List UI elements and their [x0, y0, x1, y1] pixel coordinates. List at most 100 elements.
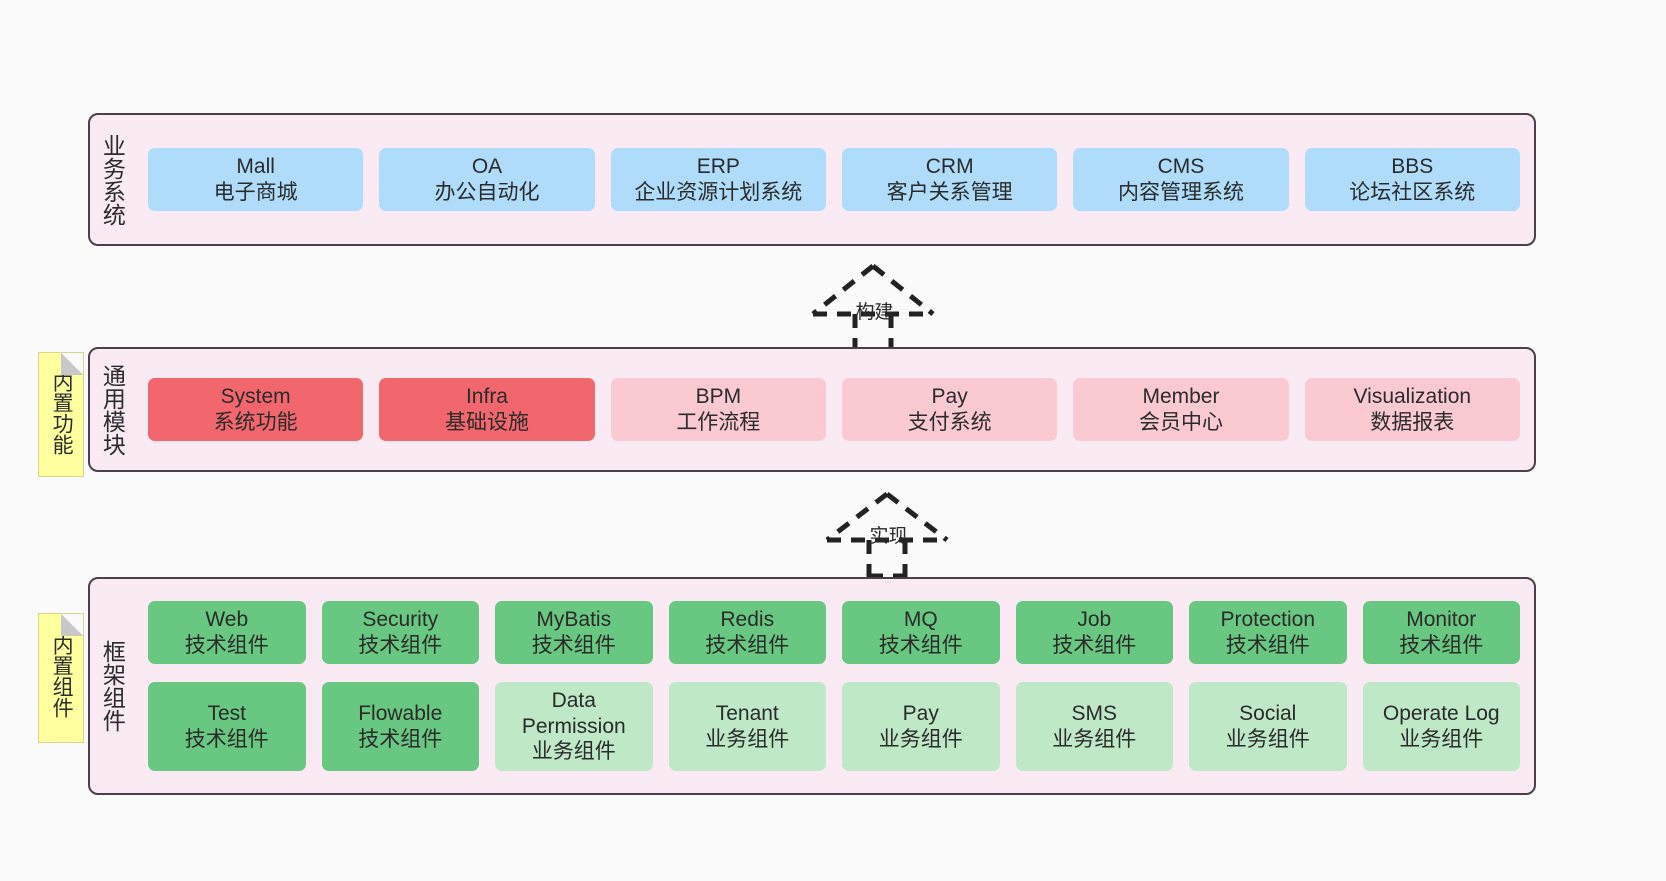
connector-implement: 实现 — [812, 490, 962, 579]
connector-label-build: 构建 — [855, 302, 894, 323]
component-type-cn: 技术组件 — [184, 727, 269, 751]
component-type-cn: 技术组件 — [1052, 633, 1137, 657]
layer-body-business: Mall 电子商城 OA 办公自动化 ERP 企业资源计划系统 CRM 客户关系… — [134, 115, 1534, 244]
component-name-en: Operate Log — [1382, 701, 1500, 725]
component-name-en: SMS — [1071, 701, 1117, 725]
component-box-security[interactable]: Security 技术组件 — [321, 600, 479, 665]
module-box-visualization[interactable]: Visualization 数据报表 — [1304, 377, 1520, 442]
module-name-cn: 企业资源计划系统 — [634, 180, 803, 204]
row: System 系统功能 Infra 基础设施 BPM 工作流程 Pay 支付系统… — [148, 377, 1520, 442]
component-name-en: Pay — [902, 701, 939, 725]
module-box-cms[interactable]: CMS 内容管理系统 — [1073, 147, 1289, 212]
module-name-cn: 会员中心 — [1138, 410, 1223, 434]
connector-label-implement: 实现 — [869, 526, 908, 547]
component-type-cn: 业务组件 — [1225, 727, 1310, 751]
module-box-pay[interactable]: Pay 支付系统 — [841, 377, 1058, 442]
component-box-mq[interactable]: MQ 技术组件 — [842, 600, 1000, 665]
component-name-en: Social — [1239, 701, 1297, 725]
module-box-mall[interactable]: Mall 电子商城 — [148, 147, 364, 212]
component-box-redis[interactable]: Redis 技术组件 — [668, 600, 826, 665]
layer-body-common: System 系统功能 Infra 基础设施 BPM 工作流程 Pay 支付系统… — [134, 349, 1534, 470]
module-name-en: Visualization — [1353, 384, 1472, 408]
component-name-en: Job — [1077, 607, 1112, 631]
component-box-mybatis[interactable]: MyBatis 技术组件 — [495, 600, 653, 665]
module-name-cn: 系统功能 — [213, 410, 298, 434]
layer-body-framework: Web 技术组件 Security 技术组件 MyBatis 技术组件 Redi… — [134, 579, 1534, 793]
module-name-en: Member — [1142, 384, 1220, 408]
component-type-cn: 业务组件 — [531, 740, 616, 764]
module-name-cn: 论坛社区系统 — [1349, 180, 1476, 204]
component-name-en: Test — [207, 701, 246, 725]
component-box-data-permission[interactable]: Data Permission 业务组件 — [495, 682, 653, 772]
sticky-note-label: 内置功能 — [50, 370, 74, 455]
component-type-cn: 技术组件 — [358, 727, 443, 751]
component-type-cn: 技术组件 — [705, 633, 790, 657]
module-name-cn: 内容管理系统 — [1117, 180, 1244, 204]
module-name-en: BPM — [695, 384, 742, 408]
component-name-en: MyBatis — [536, 607, 612, 631]
layer-title-business: 业务系统 — [99, 133, 126, 226]
component-type-cn: 技术组件 — [358, 633, 443, 657]
module-box-infra[interactable]: Infra 基础设施 — [379, 377, 595, 442]
sticky-note-label: 内置组件 — [50, 634, 74, 718]
component-box-flowable[interactable]: Flowable 技术组件 — [321, 682, 479, 772]
module-name-cn: 客户关系管理 — [886, 180, 1013, 204]
module-name-en: BBS — [1391, 154, 1434, 178]
component-box-monitor[interactable]: Monitor 技术组件 — [1362, 600, 1520, 665]
component-name-en: Protection — [1220, 607, 1316, 631]
component-box-social[interactable]: Social 业务组件 — [1189, 682, 1347, 772]
module-box-erp[interactable]: ERP 企业资源计划系统 — [610, 147, 826, 212]
component-box-pay[interactable]: Pay 业务组件 — [842, 682, 1000, 772]
component-type-cn: 业务组件 — [878, 727, 963, 751]
row: Web 技术组件 Security 技术组件 MyBatis 技术组件 Redi… — [148, 600, 1520, 665]
module-box-member[interactable]: Member 会员中心 — [1073, 377, 1289, 442]
generalization-arrow-icon — [825, 492, 949, 579]
component-box-job[interactable]: Job 技术组件 — [1015, 600, 1173, 665]
component-box-sms[interactable]: SMS 业务组件 — [1015, 682, 1173, 772]
component-box-test[interactable]: Test 技术组件 — [148, 682, 306, 772]
module-name-cn: 基础设施 — [444, 410, 529, 434]
component-box-tenant[interactable]: Tenant 业务组件 — [668, 682, 826, 772]
module-name-en: Pay — [931, 384, 968, 408]
component-type-cn: 技术组件 — [531, 633, 616, 657]
module-name-en: OA — [471, 154, 503, 178]
component-name-en: MQ — [903, 607, 938, 631]
component-type-cn: 技术组件 — [184, 633, 269, 657]
layer-business-system: 业务系统 Mall 电子商城 OA 办公自动化 ERP 企业资源计划系统 CRM… — [88, 113, 1536, 246]
module-name-en: CMS — [1157, 154, 1205, 178]
component-box-web[interactable]: Web 技术组件 — [148, 600, 306, 665]
module-box-system[interactable]: System 系统功能 — [148, 377, 364, 442]
module-box-crm[interactable]: CRM 客户关系管理 — [841, 147, 1058, 212]
component-name-en: Redis — [720, 607, 775, 631]
module-box-oa[interactable]: OA 办公自动化 — [379, 147, 595, 212]
layer-common-modules: 通用模块 System 系统功能 Infra 基础设施 BPM 工作流程 Pay… — [88, 347, 1536, 472]
module-name-en: Mall — [236, 154, 275, 178]
component-name-en: Web — [205, 607, 249, 631]
module-name-en: ERP — [696, 154, 740, 178]
component-type-cn: 业务组件 — [1052, 727, 1137, 751]
connector-build: 构建 — [798, 262, 948, 355]
component-name-en: Security — [362, 607, 439, 631]
module-name-en: Infra — [465, 384, 508, 408]
layer-framework-components: 框架组件 Web 技术组件 Security 技术组件 MyBatis 技术组件… — [88, 577, 1536, 795]
component-name-en: Tenant — [715, 701, 779, 725]
component-type-cn: 技术组件 — [878, 633, 963, 657]
component-name-en: Data Permission — [521, 689, 626, 738]
sticky-note-builtin-component: 内置组件 — [38, 613, 84, 743]
component-type-cn: 技术组件 — [1225, 633, 1310, 657]
module-box-bpm[interactable]: BPM 工作流程 — [610, 377, 826, 442]
component-box-protection[interactable]: Protection 技术组件 — [1189, 600, 1347, 665]
module-box-bbs[interactable]: BBS 论坛社区系统 — [1304, 147, 1520, 212]
row: Test 技术组件 Flowable 技术组件 Data Permission … — [148, 682, 1520, 772]
module-name-cn: 办公自动化 — [434, 180, 540, 204]
module-name-cn: 支付系统 — [907, 410, 992, 434]
module-name-cn: 电子商城 — [213, 180, 298, 204]
component-type-cn: 技术组件 — [1399, 633, 1484, 657]
component-type-cn: 业务组件 — [705, 727, 790, 751]
component-box-operate-log[interactable]: Operate Log 业务组件 — [1362, 682, 1520, 772]
module-name-cn: 工作流程 — [676, 410, 761, 434]
row: Mall 电子商城 OA 办公自动化 ERP 企业资源计划系统 CRM 客户关系… — [148, 147, 1520, 212]
layer-title-framework: 框架组件 — [99, 640, 126, 732]
module-name-en: CRM — [925, 154, 974, 178]
